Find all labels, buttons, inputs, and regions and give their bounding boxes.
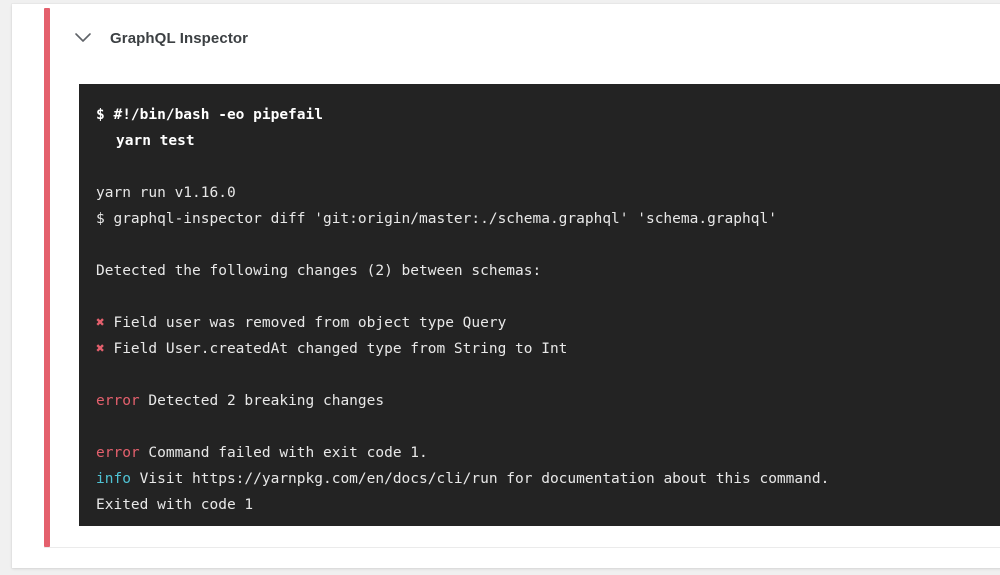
terminal-log-line: yarn run v1.16.0 [96, 180, 996, 206]
terminal-log-panel[interactable]: $ #!/bin/bash -eo pipefail yarn test yarn … [79, 84, 1000, 526]
terminal-log-body: $ #!/bin/bash -eo pipefail yarn test yarn … [96, 102, 996, 518]
job-status-bar [44, 8, 50, 547]
log-level-error: error [96, 393, 149, 409]
job-card: GraphQL Inspector $ #!/bin/bash -eo pipe… [12, 4, 1000, 568]
job-title: GraphQL Inspector [110, 29, 249, 47]
job-header[interactable]: GraphQL Inspector [56, 8, 1000, 68]
terminal-log-line: yarn test [96, 128, 996, 154]
terminal-log-line [96, 362, 996, 388]
log-line-text: $ graphql-inspector diff 'git:origin/mas… [96, 211, 777, 227]
terminal-log-line: ✖ Field user was removed from object typ… [96, 310, 996, 336]
log-line-text: yarn test [116, 133, 195, 149]
log-level-info: info [96, 471, 140, 487]
terminal-log-line: info Visit https://yarnpkg.com/en/docs/c… [96, 466, 996, 492]
breaking-change-icon: ✖ [96, 315, 114, 331]
log-line-text: yarn run v1.16.0 [96, 185, 236, 201]
terminal-log-line: ✖ Field User.createdAt changed type from… [96, 336, 996, 362]
terminal-log-line [96, 284, 996, 310]
terminal-log-line: error Command failed with exit code 1. [96, 440, 996, 466]
log-line-text: $ #!/bin/bash -eo pipefail [96, 107, 323, 123]
log-line-text: Field User.createdAt changed type from S… [113, 341, 568, 357]
log-line-text: Detected the following changes (2) betwe… [96, 263, 542, 279]
log-level-error: error [96, 445, 149, 461]
terminal-log-line: $ graphql-inspector diff 'git:origin/mas… [96, 206, 996, 232]
breaking-change-icon: ✖ [96, 341, 114, 357]
terminal-log-line: error Detected 2 breaking changes [96, 388, 996, 414]
log-line-text: Command failed with exit code 1. [148, 445, 428, 461]
log-line-text: Detected 2 breaking changes [148, 393, 385, 409]
card-footer-area [12, 548, 1000, 568]
chevron-down-icon[interactable] [72, 27, 94, 49]
terminal-log-line [96, 414, 996, 440]
terminal-log-line [96, 154, 996, 180]
terminal-log-line: $ #!/bin/bash -eo pipefail [96, 102, 996, 128]
log-line-text: Exited with code 1 [96, 497, 254, 513]
terminal-log-line: Detected the following changes (2) betwe… [96, 258, 996, 284]
terminal-log-line: Exited with code 1 [96, 492, 996, 518]
terminal-log-line [96, 232, 996, 258]
log-line-text: Field user was removed from object type … [113, 315, 507, 331]
log-line-text: Visit https://yarnpkg.com/en/docs/cli/ru… [139, 471, 830, 487]
job-divider [44, 547, 1000, 548]
